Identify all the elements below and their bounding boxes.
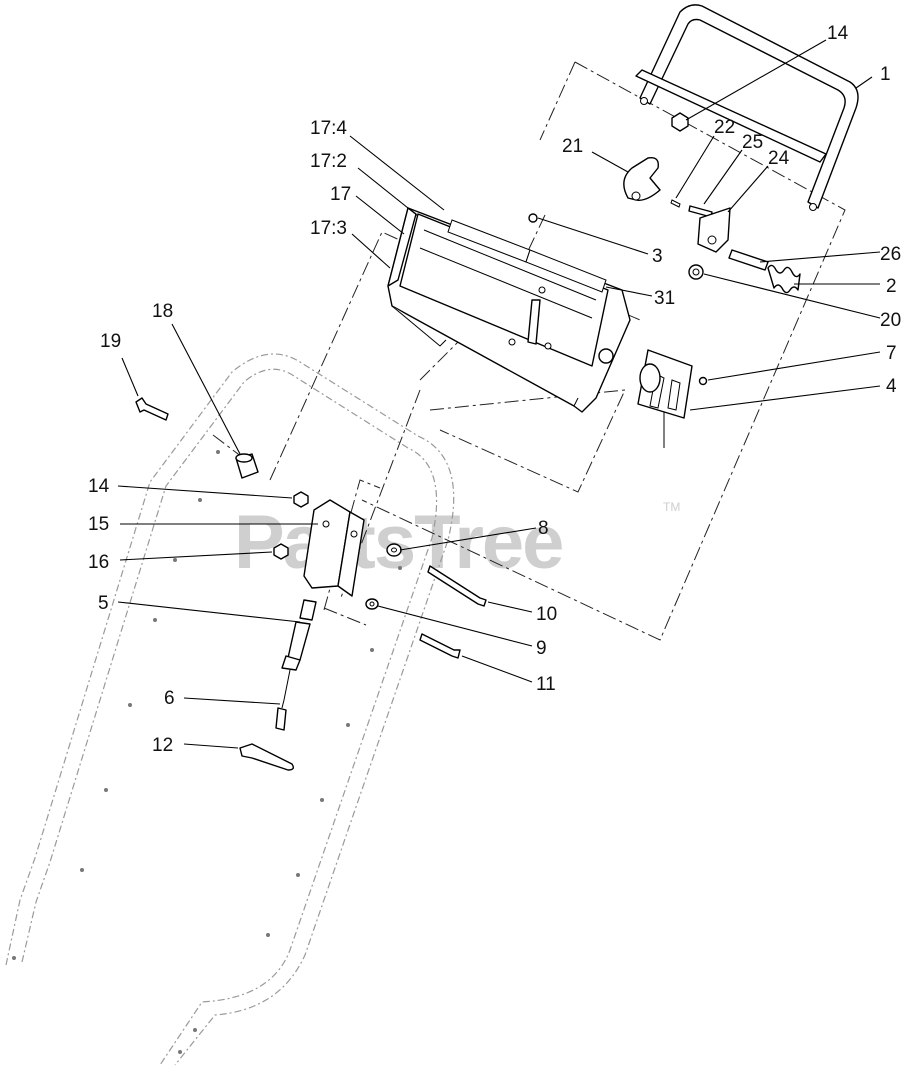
part-4-control xyxy=(637,349,693,448)
callout-2: 2 xyxy=(886,276,897,297)
callout-3: 3 xyxy=(652,246,663,267)
part-11-bolt xyxy=(419,633,461,659)
callout-26: 26 xyxy=(880,244,901,265)
part-14-nut-lower xyxy=(293,491,309,508)
callout-21: 21 xyxy=(562,136,583,157)
part-17-console xyxy=(387,207,631,413)
part-6-cable xyxy=(281,669,291,709)
callout-16: 16 xyxy=(88,552,109,573)
callout-17-3: 17:3 xyxy=(310,218,347,239)
callout-19: 19 xyxy=(100,331,121,352)
part-15-bracket xyxy=(303,499,365,597)
callout-17-4: 17:4 xyxy=(310,118,347,139)
callout-7: 7 xyxy=(886,343,897,364)
callout-4: 4 xyxy=(886,376,897,397)
part-24-hole xyxy=(707,235,717,245)
callout-14-lower: 14 xyxy=(88,476,110,497)
callout-24: 24 xyxy=(768,148,790,169)
callout-labels: 14 1 17:4 22 25 21 24 17:2 17 17:3 3 26 … xyxy=(88,23,901,756)
part-16-nut xyxy=(273,543,289,560)
part-26-rod xyxy=(728,249,769,271)
callout-11: 11 xyxy=(536,674,556,695)
callout-31: 31 xyxy=(654,288,675,309)
watermark-text: PartsTree xyxy=(234,500,562,585)
callout-10: 10 xyxy=(536,604,557,625)
part-6-cable-end xyxy=(275,707,287,731)
callout-5: 5 xyxy=(98,593,109,614)
callout-1: 1 xyxy=(880,64,891,85)
callout-17-2: 17:2 xyxy=(310,151,347,172)
lower-handle-phantom xyxy=(5,353,455,1066)
part-5-cable-housing xyxy=(281,599,317,671)
part-7-screw xyxy=(698,376,708,386)
part-3-screw xyxy=(528,213,538,223)
callout-12: 12 xyxy=(152,735,173,756)
part-21-latch xyxy=(623,157,661,201)
part-10-bolt xyxy=(427,565,487,607)
callout-6: 6 xyxy=(164,688,175,709)
upper-handle-bail xyxy=(635,4,859,211)
callout-8: 8 xyxy=(538,518,549,539)
part-21-pivot xyxy=(631,191,641,201)
part-19-bolt xyxy=(135,397,169,421)
part-22-pin xyxy=(670,199,681,208)
callout-17: 17 xyxy=(330,184,351,205)
callout-22: 22 xyxy=(714,117,735,138)
leader-lines xyxy=(117,39,881,749)
callout-18: 18 xyxy=(152,301,173,322)
callout-9: 9 xyxy=(536,638,547,659)
callout-15: 15 xyxy=(88,514,109,535)
watermark: PartsTree TM xyxy=(234,500,680,585)
part-12-cable-tie xyxy=(239,743,295,771)
watermark-trademark: TM xyxy=(663,500,680,514)
part-24-bracket xyxy=(697,207,731,253)
part-14-nut-upper xyxy=(671,112,689,132)
callout-14-upper: 14 xyxy=(827,23,849,44)
callout-20: 20 xyxy=(880,310,901,331)
callout-25: 25 xyxy=(742,132,763,153)
part-2-spring xyxy=(767,264,801,294)
